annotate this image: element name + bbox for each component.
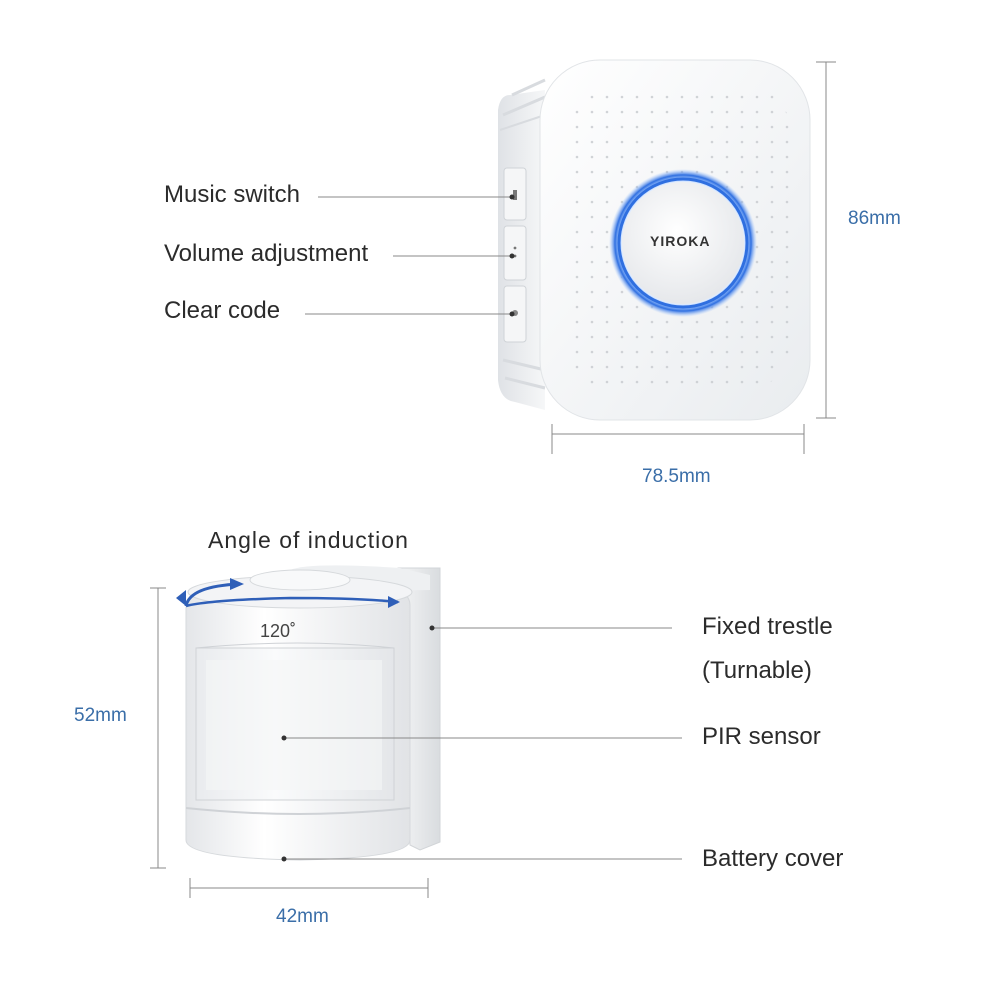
- chime-height-dimension: 86mm: [848, 208, 901, 229]
- chime-width-dimension: 78.5mm: [642, 466, 711, 487]
- chime-dimension-lines: [551, 61, 836, 454]
- angle-of-induction-title: Angle of induction: [208, 527, 409, 553]
- chime-leader-lines: [305, 196, 512, 315]
- brand-logo: YIROKA: [650, 233, 711, 249]
- sensor-leader-lines: [284, 627, 682, 860]
- volume-adjustment-label: Volume adjustment: [164, 240, 369, 267]
- angle-value: 120˚: [260, 621, 297, 641]
- pir-sensor-label: PIR sensor: [702, 723, 821, 750]
- music-switch-label: Music switch: [164, 181, 301, 208]
- sensor-height-dimension: 52mm: [74, 705, 127, 726]
- clear-code-label: Clear code: [164, 297, 281, 324]
- pir-sensor-device: [176, 565, 441, 861]
- sensor-dimension-lines: [150, 587, 429, 898]
- chime-receiver: [498, 59, 811, 421]
- turnable-label: (Turnable): [702, 657, 812, 684]
- fixed-trestle-label: Fixed trestle: [702, 613, 833, 640]
- battery-cover-label: Battery cover: [702, 845, 844, 872]
- sensor-width-dimension: 42mm: [276, 906, 329, 927]
